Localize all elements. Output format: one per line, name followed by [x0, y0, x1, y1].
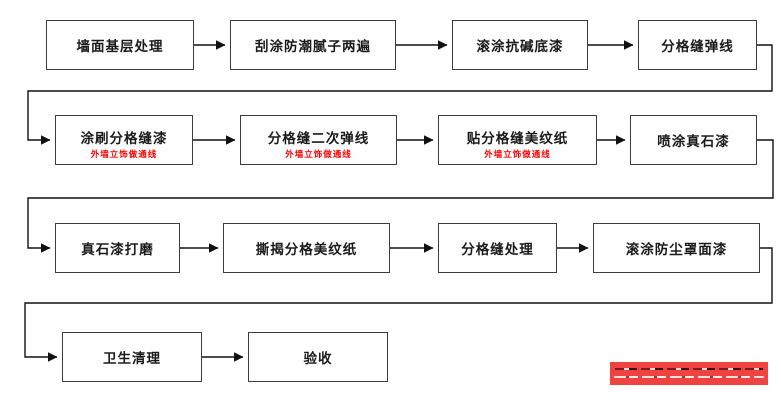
step-box-moistureproof-putty: 刮涂防潮腻子两遍 — [230, 20, 396, 70]
step-label: 贴分格缝美纹纸 — [466, 130, 569, 146]
step-box-spray-stone-paint: 喷涂真石漆 — [630, 115, 757, 165]
step-box-masking-tape: 贴分格缝美纹纸 外墙立饰做通线 — [438, 115, 597, 165]
step-box-dustproof-topcoat: 滚涂防尘罩面漆 — [593, 223, 760, 273]
banner-text-line — [614, 376, 764, 378]
step-label: 分格缝处理 — [461, 242, 534, 257]
wrap-arrow-row1-row2 — [27, 44, 773, 145]
step-box-alkali-resistant-primer: 滚涂抗碱底漆 — [452, 20, 588, 70]
red-watermark-text: 外墙立饰做通线 — [285, 149, 352, 159]
step-box-second-snap-line: 分格缝二次弹线 外墙立饰做通线 — [240, 115, 397, 165]
step-label: 滚涂抗碱底漆 — [476, 39, 564, 54]
watermark-banner — [610, 362, 768, 385]
step-label: 验收 — [303, 351, 333, 366]
step-label: 墙面基层处理 — [76, 39, 164, 54]
step-label: 真石漆打磨 — [81, 242, 154, 257]
step-box-cleanup: 卫生清理 — [62, 332, 202, 382]
step-label: 分格缝弹线 — [661, 39, 734, 54]
step-label: 滚涂防尘罩面漆 — [625, 242, 728, 257]
step-label: 撕揭分格美纹纸 — [255, 242, 358, 257]
step-label: 刮涂防潮腻子两遍 — [255, 39, 371, 54]
step-label: 分格缝二次弹线 — [267, 130, 370, 146]
wrap-arrow-row2-row3 — [27, 139, 774, 253]
step-box-groove-snap-line: 分格缝弹线 — [638, 20, 757, 70]
red-watermark-text: 外墙立饰做通线 — [90, 149, 158, 159]
step-box-groove-treatment: 分格缝处理 — [438, 223, 557, 273]
step-label: 卫生清理 — [103, 351, 161, 366]
step-box-wall-base-treatment: 墙面基层处理 — [46, 20, 194, 70]
step-box-acceptance: 验收 — [248, 332, 388, 382]
red-watermark-text: 外墙立饰做通线 — [484, 149, 551, 159]
step-box-remove-masking-tape: 撕揭分格美纹纸 — [223, 223, 390, 273]
banner-text-line — [615, 368, 763, 370]
step-box-stone-paint-sanding: 真石漆打磨 — [55, 223, 180, 273]
step-label: 喷涂真石漆 — [657, 134, 730, 149]
step-box-paint-groove: 涂刷分格缝漆 外墙立饰做通线 — [55, 115, 193, 165]
wrap-arrow-row3-row4 — [24, 247, 773, 362]
step-label: 涂刷分格缝漆 — [80, 130, 168, 146]
